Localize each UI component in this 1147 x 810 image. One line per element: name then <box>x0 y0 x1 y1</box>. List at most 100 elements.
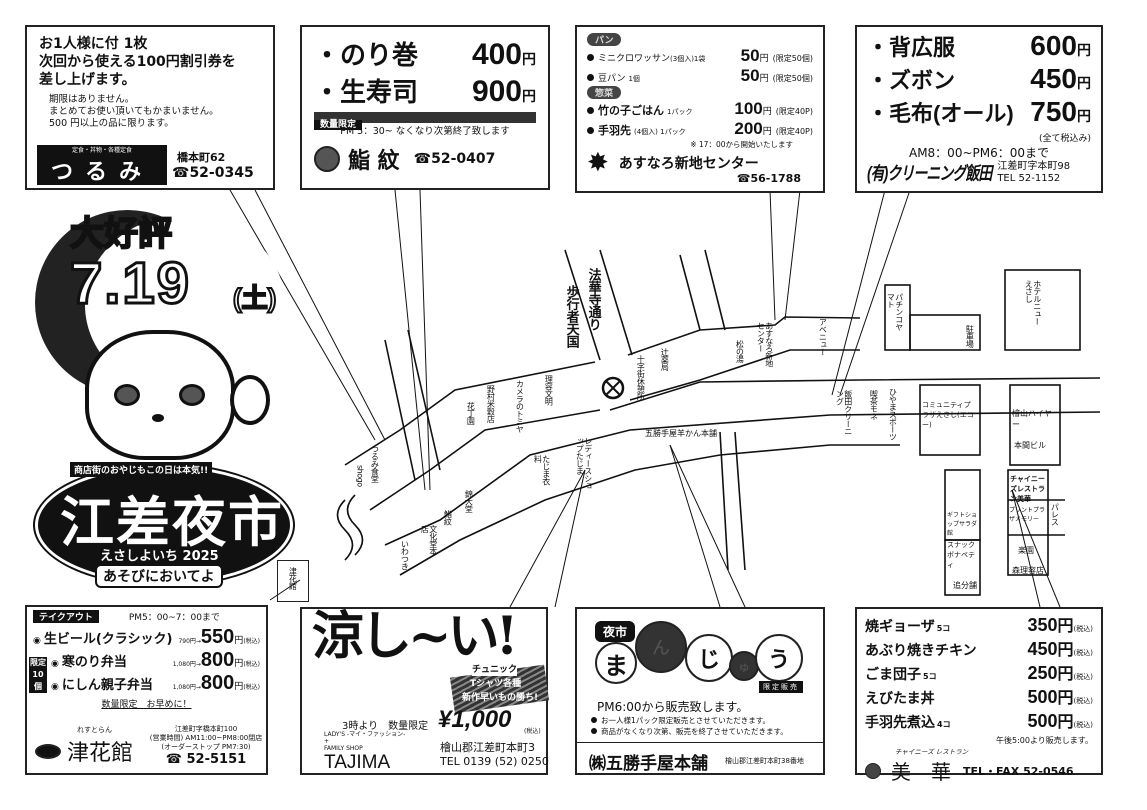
title-char: う <box>755 634 803 682</box>
item-price: 50 <box>740 46 760 65</box>
event-logo: 大好評 7.19 (土) 商店街のおやじもこの日は本気!! 江差夜市 えさしよい… <box>25 200 310 600</box>
item-price: 500 <box>1027 687 1058 707</box>
time-note: 3時より 数量限定 <box>342 721 429 732</box>
item-qty: 1パック <box>667 108 693 116</box>
yen-unit: 円 <box>1077 109 1091 125</box>
item-name: ミニクロワッサン <box>598 54 671 64</box>
police-box-icon <box>601 376 625 400</box>
order-stop: (オーダーストップ PM7:30) <box>161 743 251 751</box>
lucky-cat-icon <box>85 330 235 460</box>
item-price: 500 <box>1027 711 1058 731</box>
shop-label: ホテルニューえさし <box>1024 280 1042 325</box>
yen-unit: 円 <box>1057 640 1074 659</box>
hours: PM5：00~7：00まで <box>128 613 220 623</box>
tax-label: (税込) <box>524 728 541 735</box>
address: 橋本町62 <box>177 151 226 164</box>
item-name: 手羽先煮込 <box>865 714 935 730</box>
title-char: ゅ <box>729 651 759 681</box>
ad-tsurumi: お1人様に付 1枚 次回から使える100円割引券を 差し上げます。 期限はありま… <box>25 25 275 190</box>
phone: ☎52-0407 <box>413 151 496 167</box>
old-price: 1,080円→ <box>172 661 201 668</box>
old-price: 1,080円→ <box>172 684 201 691</box>
note: PM 5：30~ なくなり次第終了致します <box>340 126 510 137</box>
brand-line: FAMILY SHOP <box>324 745 363 752</box>
item-price: 450 <box>1030 63 1077 94</box>
item-limit: (限定50個) <box>772 74 813 83</box>
note: お一人様1パック限定販売とさせていただきます。 <box>601 716 771 725</box>
yen-unit: 円 <box>1057 712 1074 731</box>
logo-subtitle: チャイニーズ レストラン <box>895 748 969 756</box>
shop-label: 楽園 <box>1018 546 1034 555</box>
item-name: 焼ギョーザ <box>865 618 935 634</box>
item-price: 600 <box>1030 30 1077 61</box>
coupon-headline: 次回から使える100円割引券を <box>39 54 236 70</box>
item-limit: (限定50個) <box>772 54 813 63</box>
shop-label: 津花館 <box>288 567 298 590</box>
coupon-note: 期限はありません。 <box>49 94 135 105</box>
ad-gokatteya: 夜市 ま ん じ ゅ う 限定販売 PM6:00から販売致します。 お一人様1パ… <box>575 607 825 775</box>
shop-label: アベニュー <box>818 318 828 356</box>
tagline: 商店街のおやじもこの日は本気!! <box>70 462 213 477</box>
hours: AM8：00~PM6：00まで <box>908 146 1050 160</box>
item-qty: (4個入) 1パック <box>634 128 686 136</box>
item-qty: 1個 <box>628 75 640 83</box>
limited-badge: 限定10個 <box>29 657 47 693</box>
note: 午後5:00より販売します。 <box>995 736 1093 745</box>
item-price: 250 <box>1027 663 1058 683</box>
logo-subtitle: れすとらん <box>77 726 112 734</box>
yen-unit: 円 <box>234 682 244 692</box>
shop-label: いわつき <box>400 540 410 570</box>
yen-unit: 円 <box>1057 664 1074 683</box>
item-price: 400 <box>471 38 522 71</box>
event-slogan: あそびにおいてよ <box>95 564 223 588</box>
street-name-label: 法華寺通り <box>585 268 601 331</box>
shop-label: 駐車場 <box>965 325 975 348</box>
phone: ☎52-0345 <box>172 165 254 181</box>
promo-line: チュニック <box>472 665 518 676</box>
promo-line: Tシャツ各種 <box>470 679 522 689</box>
item-price: 450 <box>1027 639 1058 659</box>
price: ¥1,000 <box>438 706 512 733</box>
tax-label: (税込) <box>1073 673 1093 681</box>
takeout-badge: テイクアウト <box>33 610 99 623</box>
shop-label: 辻薬局 <box>660 348 670 371</box>
block-row-lower <box>399 444 900 576</box>
item-name: ・ズボン <box>867 68 956 93</box>
tax-label: (税込) <box>243 638 260 645</box>
item-price: 200 <box>734 119 763 138</box>
shop-label: チャイニーズレストラン美華 <box>1010 475 1045 503</box>
item-qty: (3個入)1袋 <box>670 55 706 63</box>
item-qty: 5コ <box>923 672 937 681</box>
yen-unit: 円 <box>234 659 244 669</box>
shop-label: 理容文明 <box>544 375 554 405</box>
yen-unit: 円 <box>762 127 772 137</box>
item-name: 寒のり弁当 <box>61 655 127 670</box>
pointer-lines <box>229 189 1061 608</box>
phone: TEL・FAX 52-0546 <box>963 764 1074 778</box>
item-price: 350 <box>1027 615 1058 635</box>
coupon-headline: お1人様に付 1枚 <box>39 36 148 52</box>
phone: ☎56-1788 <box>736 172 801 185</box>
limited-label: 数量限定 <box>314 120 363 130</box>
block-row-upper-left-bottom <box>369 409 601 511</box>
item-price: 100 <box>734 99 763 118</box>
item-price: 800 <box>200 672 235 694</box>
phone: ☎ 52-5151 <box>165 752 247 767</box>
yen-unit: 円 <box>1077 76 1091 92</box>
coupon-note: まとめてお使い頂いてもかまいません。 <box>49 106 219 117</box>
yen-unit: 円 <box>762 107 772 117</box>
cat-paw-icon <box>230 375 270 425</box>
shop-label: 錦大堂 <box>464 490 474 513</box>
address: 檜山郡江差町本町38番地 <box>725 757 804 765</box>
yen-unit: 円 <box>1077 43 1091 59</box>
address: 江差町字本町98 <box>997 161 1071 172</box>
shop-label: たじま衣料 <box>533 455 551 485</box>
asunaro-leaf-icon: ✸ <box>587 148 609 178</box>
shop-label: 松の湯 <box>735 340 745 363</box>
yen-unit: 円 <box>522 52 536 68</box>
note: ※ 17：00から開始いたします <box>690 140 793 149</box>
